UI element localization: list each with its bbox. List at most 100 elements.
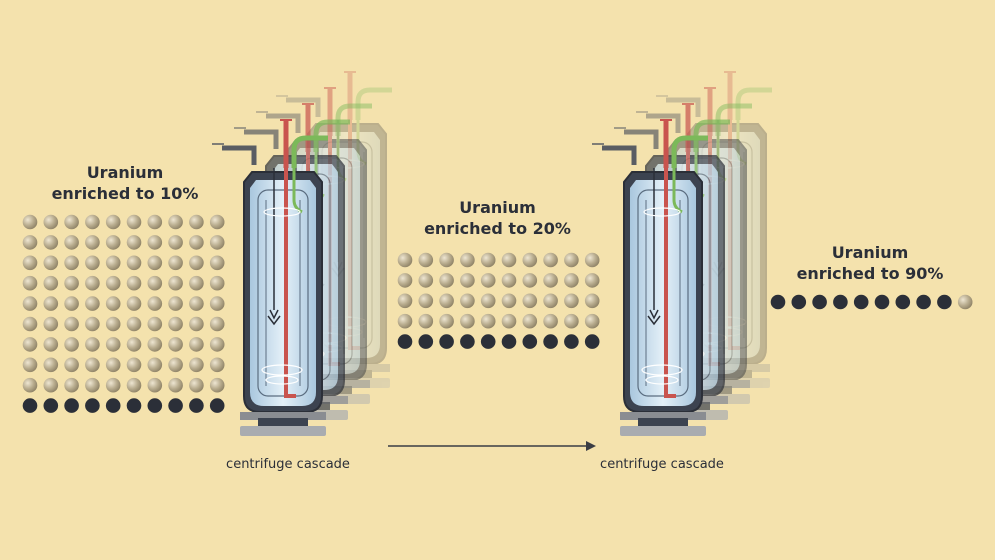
atom-u238 — [126, 357, 142, 373]
atom-u238 — [43, 377, 59, 393]
atom-u238 — [22, 296, 38, 311]
atom-u238 — [147, 337, 163, 352]
label-10-percent: Uranium enriched to 10% — [40, 162, 210, 204]
atom-u238 — [64, 214, 79, 230]
atom-u235 — [833, 294, 848, 310]
atom-u238 — [209, 275, 225, 291]
atom-u238 — [126, 214, 142, 230]
atom-u238 — [209, 377, 225, 393]
atom-u235 — [418, 334, 434, 349]
atom-u238 — [418, 293, 434, 309]
atom-u238 — [418, 252, 434, 268]
atom-u238 — [64, 377, 79, 393]
atom-u238 — [126, 255, 142, 271]
atom-u235 — [916, 294, 931, 310]
atom-u238 — [147, 235, 163, 250]
atom-u238 — [126, 316, 142, 332]
atom-u238 — [439, 273, 454, 288]
atom-u238 — [957, 294, 973, 310]
atom-u238 — [564, 252, 579, 268]
atom-u238 — [209, 214, 225, 230]
atom-u238 — [189, 337, 204, 352]
label-20-percent: Uranium enriched to 20% — [410, 197, 585, 239]
atom-u235 — [501, 334, 517, 349]
atom-u238 — [584, 293, 600, 309]
atom-u238 — [501, 313, 517, 329]
atom-u238 — [564, 273, 579, 288]
atom-u235 — [522, 334, 538, 349]
atom-u238 — [105, 357, 121, 373]
centrifuge-cascade-2 — [592, 72, 772, 436]
atom-grid-20-percent — [397, 252, 600, 349]
atom-u238 — [64, 337, 79, 352]
atom-u238 — [209, 357, 225, 373]
atom-u238 — [64, 255, 79, 271]
atom-u238 — [22, 255, 38, 271]
atom-u238 — [168, 235, 183, 250]
atom-u235 — [791, 294, 807, 310]
atom-u238 — [105, 377, 121, 393]
atom-u238 — [460, 273, 475, 288]
atom-u235 — [584, 334, 600, 349]
atom-u238 — [209, 255, 225, 271]
atom-u238 — [22, 235, 38, 250]
atom-u238 — [397, 313, 413, 329]
atom-u238 — [105, 275, 121, 291]
atom-u238 — [168, 275, 183, 291]
atom-u238 — [209, 337, 225, 352]
atom-u238 — [564, 293, 579, 309]
atom-u238 — [22, 316, 38, 332]
atom-u238 — [168, 214, 183, 230]
atom-u235 — [43, 398, 59, 413]
atom-u235 — [64, 398, 79, 413]
atom-u238 — [189, 357, 204, 373]
atom-u238 — [522, 313, 538, 329]
atom-u235 — [812, 294, 827, 310]
process-arrow — [388, 441, 596, 451]
atom-u238 — [543, 293, 558, 309]
atom-u238 — [168, 316, 183, 332]
atom-u238 — [168, 296, 183, 311]
atom-u238 — [85, 337, 100, 352]
atom-u238 — [22, 275, 38, 291]
atom-u238 — [105, 337, 121, 352]
atom-u238 — [147, 357, 163, 373]
atom-u235 — [853, 294, 869, 310]
atom-u235 — [439, 334, 454, 349]
atom-u238 — [209, 296, 225, 311]
atom-u238 — [439, 293, 454, 309]
atom-u238 — [85, 255, 100, 271]
atom-u235 — [397, 334, 413, 349]
atom-u238 — [105, 316, 121, 332]
atom-u238 — [105, 296, 121, 311]
atom-u238 — [584, 273, 600, 288]
atom-u235 — [22, 398, 38, 413]
atom-u238 — [460, 313, 475, 329]
label-10-percent-line2: enriched to 10% — [51, 184, 199, 203]
atom-u235 — [937, 294, 952, 310]
atom-u238 — [460, 252, 475, 268]
atom-u235 — [209, 398, 225, 413]
atom-u238 — [43, 235, 59, 250]
atom-u235 — [564, 334, 579, 349]
atom-u238 — [439, 252, 454, 268]
atom-u238 — [189, 316, 204, 332]
caption-centrifuge-cascade-2: centrifuge cascade — [600, 457, 724, 472]
atom-u238 — [189, 377, 204, 393]
atom-u238 — [43, 357, 59, 373]
atom-row-90-percent — [770, 294, 973, 310]
atom-u238 — [439, 313, 454, 329]
atom-u238 — [105, 235, 121, 250]
atom-u238 — [168, 255, 183, 271]
atom-u238 — [64, 275, 79, 291]
atom-u238 — [168, 377, 183, 393]
atom-u235 — [189, 398, 204, 413]
atom-u238 — [43, 337, 59, 352]
atom-u238 — [480, 252, 496, 268]
atom-u238 — [480, 293, 496, 309]
atom-u238 — [147, 377, 163, 393]
atom-u238 — [85, 214, 100, 230]
atom-u238 — [43, 296, 59, 311]
